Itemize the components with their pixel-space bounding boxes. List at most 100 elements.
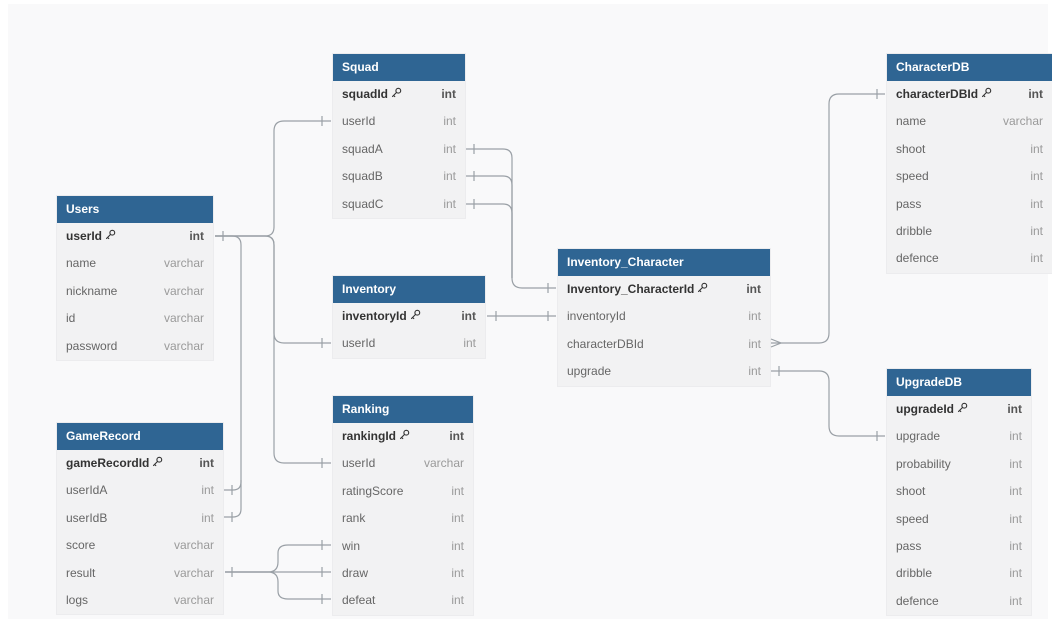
- column-name: draw: [342, 560, 368, 587]
- column-type: int: [1009, 593, 1022, 608]
- table-header[interactable]: CharacterDB: [887, 54, 1052, 81]
- column-name: score: [66, 532, 95, 559]
- column-name: squadC: [342, 191, 383, 218]
- table-header[interactable]: UpgradeDB: [887, 369, 1031, 396]
- column-type: int: [189, 229, 204, 243]
- column-name: result: [66, 560, 95, 587]
- table-header[interactable]: Inventory: [333, 276, 485, 303]
- column-name-text: defence: [896, 251, 939, 266]
- key-icon: [697, 276, 708, 303]
- key-icon: [105, 223, 116, 250]
- table-header[interactable]: Squad: [333, 54, 465, 81]
- column-row[interactable]: score varchar: [57, 532, 223, 559]
- column-name-text: ratingScore: [342, 483, 404, 498]
- column-name: gameRecordId: [66, 450, 163, 477]
- column-type: int: [748, 336, 761, 351]
- column-type: int: [451, 483, 464, 498]
- column-name: inventoryId: [567, 303, 626, 330]
- column-name: squadA: [342, 136, 383, 163]
- column-type: int: [451, 538, 464, 553]
- table-header[interactable]: GameRecord: [57, 423, 223, 450]
- column-type: varchar: [173, 538, 214, 553]
- column-name-text: userIdB: [66, 510, 108, 525]
- column-name-text: dribble: [896, 223, 933, 238]
- column-type: int: [1009, 456, 1022, 471]
- column-name-text: name: [896, 114, 927, 129]
- table-header[interactable]: Ranking: [333, 396, 473, 423]
- column-name-text: pass: [896, 538, 922, 553]
- column-row[interactable]: ratingScore int: [333, 478, 473, 505]
- column-name: speed: [896, 506, 929, 533]
- column-name-text: upgrade: [567, 364, 612, 379]
- column-name: userId: [342, 450, 375, 477]
- column-type: int: [1030, 141, 1043, 156]
- table-header[interactable]: Users: [57, 196, 213, 223]
- column-name-text: characterDBId: [896, 87, 979, 101]
- column-name: characterDBId: [896, 81, 992, 108]
- table-header[interactable]: Inventory_Character: [558, 249, 770, 276]
- column-type: int: [441, 87, 456, 101]
- column-name-text: upgrade: [896, 429, 941, 444]
- column-type: varchar: [163, 256, 204, 271]
- column-name-text: logs: [66, 592, 89, 607]
- key-icon: [399, 423, 410, 450]
- column-type: int: [1030, 196, 1043, 211]
- column-name-text: Inventory_CharacterId: [567, 282, 695, 296]
- column-row[interactable]: probability int: [887, 451, 1031, 478]
- column-name-text: probability: [896, 456, 951, 471]
- column-name-text: defeat: [342, 593, 376, 608]
- table-inventory-character[interactable]: Inventory_Character Inventory_CharacterI…: [558, 249, 770, 386]
- column-name-text: password: [66, 338, 118, 353]
- column-name-text: squadA: [342, 141, 383, 156]
- column-name: shoot: [896, 478, 925, 505]
